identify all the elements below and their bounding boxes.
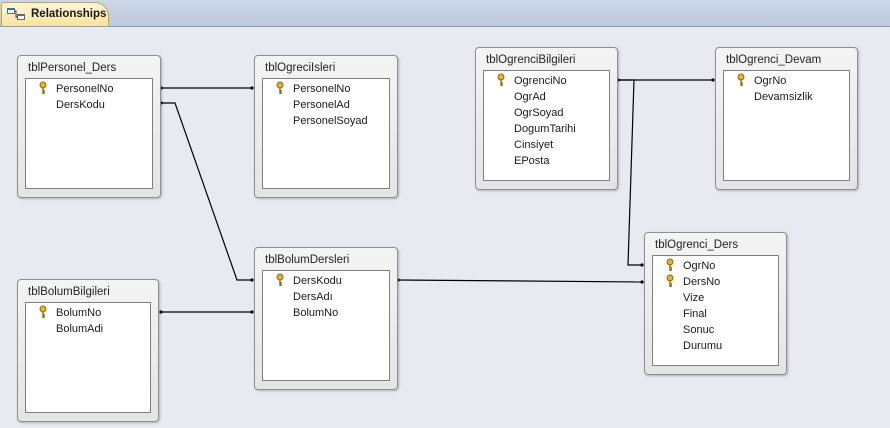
table-title: tblBolumDersleri — [265, 254, 350, 266]
field-dersadi[interactable]: DersAdı — [293, 291, 333, 303]
table-tblbolumbilgileri[interactable]: tblBolumBilgileri BolumNo BolumAdi — [17, 279, 159, 422]
field-ogrsoyad[interactable]: OgrSoyad — [514, 107, 564, 119]
field-derskodu[interactable]: DersKodu — [293, 275, 342, 287]
field-dogumtarihi[interactable]: DogumTarihi — [514, 123, 576, 135]
table-title: tblOgrenciBilgileri — [486, 54, 576, 66]
table-title: tblOgrenci_Ders — [655, 239, 739, 251]
tab-label: Relationships — [31, 8, 107, 20]
table-tblogrenci-ders[interactable]: tblOgrenci_Ders OgrNo DersNo Vize Final … — [644, 232, 787, 375]
field-list[interactable]: PersonelNo DersKodu — [25, 78, 153, 189]
primary-key-icon — [276, 81, 284, 94]
primary-key-icon — [276, 273, 284, 286]
document-tab-bar: Relationships — [0, 0, 890, 27]
field-devamsizlik[interactable]: Devamsizlik — [754, 91, 813, 103]
rel-derskodu — [160, 102, 253, 281]
field-dersno[interactable]: DersNo — [683, 276, 721, 288]
field-ogrencino[interactable]: OgrenciNo — [514, 75, 567, 87]
field-personelsoyad[interactable]: PersonelSoyad — [293, 115, 368, 127]
primary-key-icon — [39, 81, 47, 94]
field-bolumno[interactable]: BolumNo — [56, 307, 102, 319]
field-cinsiyet[interactable]: Cinsiyet — [514, 139, 554, 151]
table-title: tblOgreciIsleri — [265, 62, 336, 74]
table-title: tblOgrenci_Devam — [726, 54, 822, 66]
table-tblogrencibilgileri[interactable]: tblOgrenciBilgileri OgrenciNo OgrAd OgrS… — [475, 47, 618, 190]
field-ograd[interactable]: OgrAd — [514, 91, 546, 103]
rel-dersno — [396, 279, 644, 283]
field-sonuc[interactable]: Sonuc — [683, 324, 715, 336]
field-list[interactable]: DersKodu DersAdı BolumNo — [262, 270, 390, 381]
field-list[interactable]: OgrNo Devamsizlik — [723, 70, 850, 181]
field-ogrno[interactable]: OgrNo — [683, 260, 716, 272]
table-title: tblBolumBilgileri — [28, 286, 110, 298]
primary-key-icon — [666, 258, 674, 271]
table-tblogrenci-devam[interactable]: tblOgrenci_Devam OgrNo Devamsizlik — [715, 47, 858, 190]
primary-key-icon — [666, 274, 674, 287]
field-list[interactable]: OgrNo DersNo Vize Final Sonuc Durumu — [652, 255, 779, 366]
table-tblbolumdersleri[interactable]: tblBolumDersleri DersKodu DersAdı BolumN… — [254, 247, 398, 390]
field-derskodu[interactable]: DersKodu — [56, 99, 105, 111]
rel-ogrenci-ders — [617, 79, 643, 266]
table-tblogreciisleri[interactable]: tblOgreciIsleri PersonelNo PersonelAd Pe… — [254, 55, 398, 198]
field-list[interactable]: OgrenciNo OgrAd OgrSoyad DogumTarihi Cin… — [483, 70, 610, 181]
field-vize[interactable]: Vize — [683, 292, 705, 304]
table-title: tblPersonel_Ders — [28, 62, 117, 74]
field-bolumno[interactable]: BolumNo — [293, 307, 339, 319]
tab-relationships[interactable]: Relationships — [1, 2, 109, 26]
field-personelad[interactable]: PersonelAd — [293, 99, 350, 111]
field-personelno[interactable]: PersonelNo — [293, 83, 351, 95]
relationships-icon — [7, 8, 25, 20]
field-list[interactable]: PersonelNo PersonelAd PersonelSoyad — [262, 78, 390, 189]
field-personelno[interactable]: PersonelNo — [56, 83, 114, 95]
primary-key-icon — [737, 73, 745, 86]
field-list[interactable]: BolumNo BolumAdi — [25, 302, 151, 413]
field-ogrno[interactable]: OgrNo — [754, 75, 787, 87]
field-bolumadi[interactable]: BolumAdi — [56, 323, 104, 335]
primary-key-icon — [39, 305, 47, 318]
primary-key-icon — [497, 73, 505, 86]
table-tblpersonel-ders[interactable]: tblPersonel_Ders PersonelNo DersKodu — [17, 55, 161, 198]
field-durumu[interactable]: Durumu — [683, 340, 723, 352]
field-final[interactable]: Final — [683, 308, 707, 320]
field-eposta[interactable]: EPosta — [514, 155, 550, 167]
